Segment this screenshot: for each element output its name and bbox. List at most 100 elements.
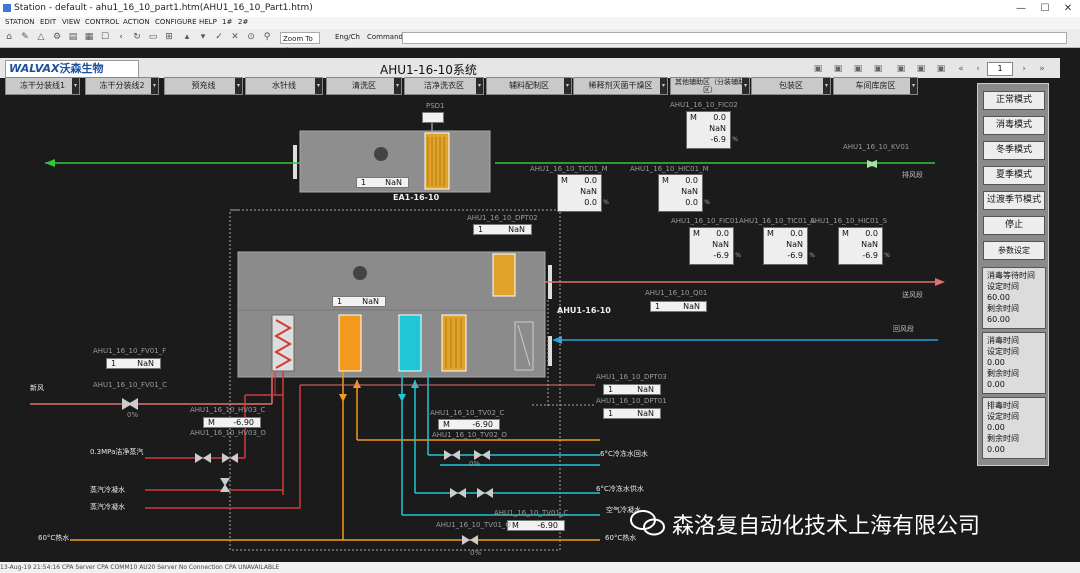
stop-button[interactable]: 停止 (983, 216, 1045, 235)
tool-icon[interactable]: ▣ (873, 64, 883, 74)
hv03c-field[interactable]: M-6.90 (203, 417, 261, 428)
tool-icon[interactable]: ▤ (68, 32, 78, 42)
tv02o-tag: AHU1_16_10_TV02_O (432, 431, 507, 439)
condensate-label-1: 蒸汽冷凝水 (90, 486, 125, 494)
menu-edit[interactable]: EDIT (40, 18, 57, 26)
tool-icon[interactable]: ☐ (100, 32, 110, 42)
menu-1[interactable]: 1# (222, 18, 233, 26)
tab-area[interactable]: 洁净洗衣区▾ (404, 77, 484, 95)
page-number[interactable]: 1 (987, 62, 1013, 76)
tab-area[interactable]: 冻干分装线2▾ (85, 77, 159, 95)
tab-area[interactable]: 水针线▾ (245, 77, 323, 95)
tool-icon[interactable]: △ (37, 32, 45, 42)
tool-icon[interactable]: ⚙ (52, 32, 62, 42)
tool-icon[interactable]: ✎ (21, 32, 29, 42)
menu-action[interactable]: ACTION (123, 18, 150, 26)
last-page-icon[interactable]: » (1039, 64, 1045, 74)
command-input[interactable] (402, 32, 1067, 44)
tool-icon[interactable]: ▣ (936, 64, 946, 74)
menu-view[interactable]: VIEW (62, 18, 81, 26)
tab-area[interactable]: 其他辅助区（分装辅助区）▾ (670, 77, 750, 95)
tv01-pct: 0% (470, 549, 482, 557)
menu-control[interactable]: CONTROL (85, 18, 120, 26)
lang-toggle[interactable]: Eng/Ch (335, 33, 360, 41)
first-page-icon[interactable]: « (958, 64, 964, 74)
tool-icon[interactable]: ▣ (853, 64, 863, 74)
hic01s-tag: AHU1_16_10_HIC01_S (810, 217, 888, 225)
tool-icon[interactable]: ⌂ (6, 32, 12, 42)
cancel-icon[interactable]: ✕ (231, 32, 239, 42)
tool-icon[interactable]: ▾ (200, 32, 206, 42)
parameter-settings-button[interactable]: 参数设定 (983, 241, 1045, 260)
window-title-bar: Station - default - ahu1_16_10_part1.htm… (0, 0, 1080, 17)
disinfect-mode-button[interactable]: 消毒模式 (983, 116, 1045, 135)
prev-page-icon[interactable]: ‹ (976, 64, 980, 74)
close-button[interactable]: ✕ (1063, 3, 1073, 14)
tool-icon[interactable]: ▣ (833, 64, 843, 74)
hot-water-label-left: 60°C热水 (38, 534, 70, 542)
print-icon[interactable]: ▣ (813, 64, 823, 74)
tab-area[interactable]: 预充线▾ (164, 77, 243, 95)
tab-area[interactable]: 冻干分装线1▾ (5, 77, 80, 95)
tab-area[interactable]: 清洗区▾ (326, 77, 402, 95)
maximize-button[interactable]: ☐ (1040, 3, 1050, 14)
tab-area[interactable]: 包装区▾ (751, 77, 831, 95)
back-icon[interactable]: ‹ (119, 32, 123, 42)
tv02c-field[interactable]: M-6.90 (438, 419, 500, 430)
transition-mode-button[interactable]: 过渡季节模式 (983, 191, 1045, 210)
menu-station[interactable]: STATION (5, 18, 35, 26)
minimize-button[interactable]: — (1016, 3, 1026, 14)
logo: WALVAX沃森生物 (5, 60, 139, 78)
supply-label: 送风段 (902, 291, 923, 299)
chevron-down-icon: ▾ (315, 78, 322, 94)
summer-mode-button[interactable]: 夏季模式 (983, 166, 1045, 185)
tool-icon[interactable]: ▭ (148, 32, 158, 42)
refresh-icon[interactable]: ↻ (133, 32, 141, 42)
normal-mode-button[interactable]: 正常模式 (983, 91, 1045, 110)
winter-mode-button[interactable]: 冬季模式 (983, 141, 1045, 160)
tv01c-tag: AHU1_16_10_TV01_C (494, 509, 569, 517)
search-icon[interactable]: ⚲ (263, 32, 271, 42)
tool-icon[interactable]: ▣ (896, 64, 906, 74)
next-page-icon[interactable]: › (1022, 64, 1026, 74)
tool-icon[interactable]: ▦ (84, 32, 94, 42)
air-condensate-label: 空气冷凝水 (606, 506, 641, 514)
menu-configure[interactable]: CONFIGURE (155, 18, 197, 26)
q01-tag: AHU1_16_10_Q01 (645, 289, 708, 297)
tool-icon[interactable]: ▴ (184, 32, 190, 42)
tab-area[interactable]: 稀释剂灭菌干燥区▾ (573, 77, 668, 95)
tool-icon[interactable]: ▣ (916, 64, 926, 74)
exhaust-label: 排风段 (902, 171, 923, 179)
menu-2[interactable]: 2# (238, 18, 249, 26)
zoom-select[interactable]: Zoom To Fi (280, 32, 320, 55)
dpt01-tag: AHU1_16_10_DPT01 (596, 397, 667, 405)
dpt02-tag: AHU1_16_10_DPT02 (467, 214, 538, 222)
chevron-down-icon: ▾ (742, 78, 749, 94)
chevron-down-icon: ▾ (235, 78, 242, 94)
tab-area[interactable]: 辅料配制区▾ (486, 77, 572, 95)
hot-water-label-right: 60°C热水 (605, 534, 637, 542)
tab-area[interactable]: 车间库房区▾ (833, 77, 918, 95)
page-title: AHU1-16-10系统 (380, 63, 477, 77)
tool-icon[interactable]: ⊙ (247, 32, 255, 42)
tool-icon[interactable]: ⊞ (165, 32, 173, 42)
tool-icon[interactable]: ✓ (215, 32, 223, 42)
menu-help[interactable]: HELP (199, 18, 217, 26)
tv01c-field[interactable]: M-6.90 (507, 520, 565, 531)
kv01-tag: AHU1_16_10_KV01 (843, 143, 910, 151)
